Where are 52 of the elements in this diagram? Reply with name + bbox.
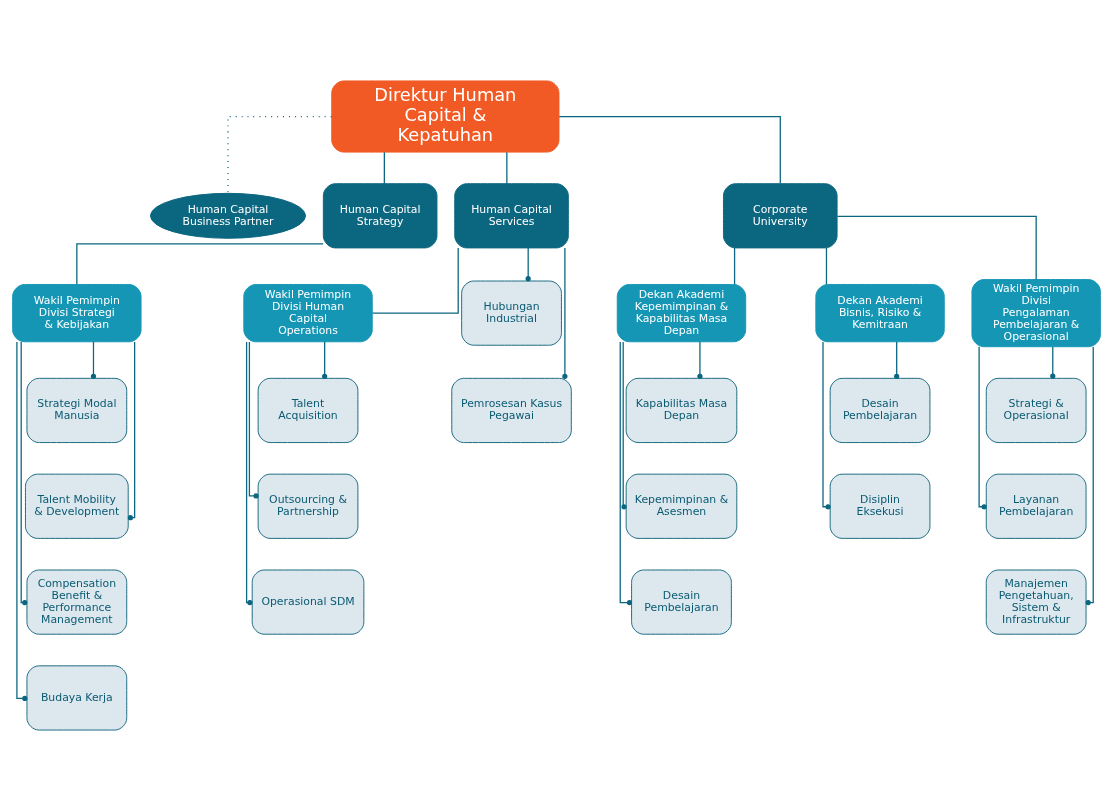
connector: [76, 243, 324, 285]
node-box: Wakil Pemimpin Divisi Pengalaman Pembelajaran & Operasional: [971, 279, 1101, 348]
node-box: Corporate University: [722, 183, 838, 249]
connector: [825, 247, 828, 285]
connector: [322, 341, 328, 379]
connector: [558, 115, 781, 185]
node-box: Kapabilitas Masa Depan: [625, 377, 738, 444]
connector: [1050, 346, 1056, 379]
node-box: Manajemen Pengetahuan, Sistem & Infrastruktur: [985, 569, 1087, 635]
node-box: Layanan Pembelajaran: [985, 473, 1087, 539]
connector: [894, 341, 900, 379]
connector: [836, 215, 1037, 281]
connector: [245, 341, 253, 606]
connector: [90, 341, 97, 379]
node-box: Talent Mobility & Development: [24, 473, 129, 539]
node-box: Human Capital Strategy: [322, 183, 438, 249]
node-box: Desain Pembelajaran: [631, 569, 732, 635]
node-box: Wakil Pemimpin Divisi Human Capital Operations: [243, 283, 373, 343]
node-box: Strategi Modal Manusia: [26, 377, 128, 444]
connector: [619, 341, 633, 606]
node-box: Direktur Human Capital & Kepatuhan: [331, 80, 560, 153]
node-box: Kepemimpinan & Asesmen: [625, 473, 738, 539]
connector: [506, 151, 508, 185]
connector: [978, 346, 987, 510]
connector: [822, 341, 831, 510]
node-box: Strategi & Operasional: [985, 377, 1087, 444]
node-box: Pemrosesan Kasus Pegawai: [451, 377, 572, 444]
connector: [621, 341, 627, 510]
connector: [525, 247, 531, 282]
node-box: Dekan Akademi Kepemimpinan & Kapabilitas Masa Depan: [616, 283, 747, 343]
connector: [248, 341, 259, 499]
node-box: Wakil Pemimpin Divisi Strategi & Kebijakan: [12, 283, 142, 343]
connector: [371, 247, 459, 314]
node-ellipse: Human Capital Business Partner: [149, 192, 307, 239]
connector: [383, 151, 385, 185]
node-box: Outsourcing & Partnership: [257, 473, 359, 539]
node-box: Budaya Kerja: [26, 665, 128, 731]
node-box: Disiplin Eksekusi: [829, 473, 931, 539]
connector: [1085, 346, 1094, 606]
connector: [697, 341, 703, 379]
connector: [562, 247, 568, 379]
node-box: Dekan Akademi Bisnis, Risiko & Kemitraan: [815, 283, 945, 343]
node-box: Hubungan Industrial: [461, 280, 562, 346]
connector: [20, 341, 28, 606]
node-box: Desain Pembelajaran: [829, 377, 931, 444]
connector: [127, 341, 136, 521]
node-box: Operasional SDM: [251, 569, 365, 635]
connector: [16, 341, 28, 702]
node-box: Compensation Benefit & Performance Management: [26, 569, 128, 635]
connector: [733, 247, 736, 285]
node-box: Talent Acquisition: [257, 377, 359, 444]
node-box: Human Capital Services: [454, 183, 569, 249]
